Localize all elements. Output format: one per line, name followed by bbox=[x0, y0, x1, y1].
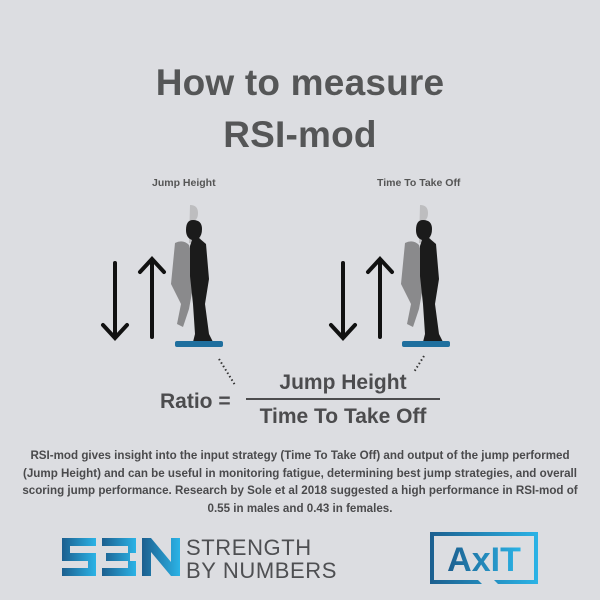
arrow-down-icon bbox=[329, 261, 357, 341]
fraction-bar bbox=[246, 398, 440, 400]
arrow-up-icon bbox=[366, 256, 394, 339]
axit-logo: AxIT bbox=[428, 530, 540, 591]
fraction-denominator: Time To Take Off bbox=[259, 405, 427, 428]
force-plate-icon bbox=[175, 341, 223, 347]
sbn-logo-text: STRENGTH BY NUMBERS bbox=[186, 536, 337, 582]
ratio-fraction: Jump Height Time To Take Off bbox=[246, 368, 440, 432]
jump-height-illustration bbox=[95, 195, 235, 355]
dotted-connector-left bbox=[218, 358, 236, 386]
jumper-silhouette-icon bbox=[171, 205, 213, 342]
sbn-logo-mark bbox=[62, 538, 180, 581]
axit-logo-text: AxIT bbox=[447, 541, 521, 579]
page-title-line2: RSI-mod bbox=[223, 114, 377, 155]
fraction-numerator: Jump Height bbox=[279, 371, 407, 394]
dotted-connector-right bbox=[413, 355, 425, 373]
page-title-line1: How to measure bbox=[155, 62, 445, 103]
description-text: RSI-mod gives insight into the input str… bbox=[22, 449, 578, 515]
ratio-label: Ratio = bbox=[160, 390, 231, 413]
sbn-line2: BY NUMBERS bbox=[186, 558, 338, 583]
sbn-line1: STRENGTH bbox=[186, 535, 312, 560]
arrow-down-icon bbox=[101, 261, 129, 341]
time-to-take-off-illustration bbox=[325, 195, 465, 355]
arrow-up-icon bbox=[138, 256, 166, 339]
caption-jump-height: Jump Height bbox=[152, 177, 216, 189]
caption-time-to-take-off: Time To Take Off bbox=[377, 177, 461, 189]
jumper-silhouette-icon bbox=[401, 205, 443, 342]
force-plate-icon bbox=[402, 341, 450, 347]
